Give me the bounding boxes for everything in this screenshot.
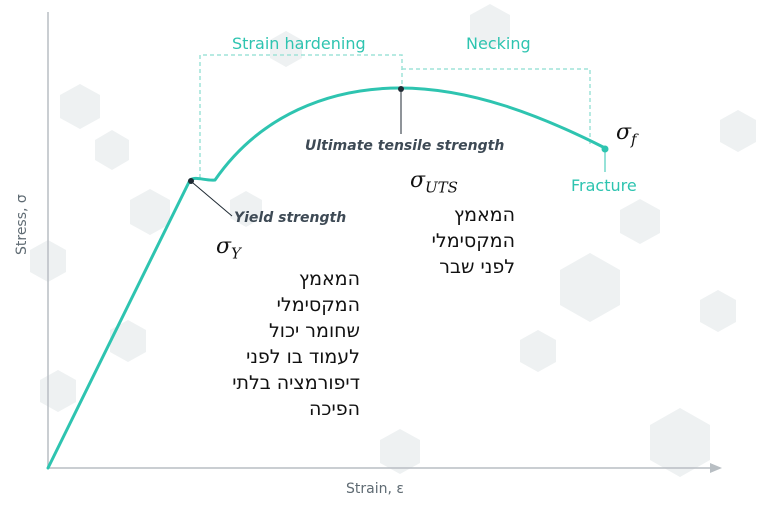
yield-strength-label: Yield strength bbox=[234, 210, 347, 226]
strain-hardening-label: Strain hardening bbox=[232, 34, 366, 53]
y-axis-label: Stress, σ bbox=[14, 194, 30, 255]
fracture-label: Fracture bbox=[571, 176, 637, 195]
sigma-y-symbol: σY bbox=[216, 234, 241, 262]
sigma-y-subscript: Y bbox=[231, 244, 241, 263]
strain-hardening-bracket bbox=[199, 54, 403, 178]
sigma-y-base: σ bbox=[216, 234, 232, 259]
sigma-uts-symbol: σUTS bbox=[410, 168, 458, 196]
yield-hebrew-note: המאמץ המקסימלי שחומר יכול לעמוד בו לפני … bbox=[232, 268, 360, 420]
yield-point-marker bbox=[188, 178, 194, 184]
uts-point-marker bbox=[398, 86, 404, 92]
sigma-f-symbol: σf bbox=[616, 120, 637, 148]
sigma-f-base: σ bbox=[616, 120, 632, 145]
x-axis-label: Strain, ε bbox=[346, 481, 404, 497]
necking-bracket bbox=[401, 68, 591, 145]
ultimate-tensile-strength-label: Ultimate tensile strength bbox=[305, 138, 505, 154]
necking-label: Necking bbox=[466, 34, 531, 53]
sigma-f-subscript: f bbox=[631, 130, 637, 149]
fracture-point-marker bbox=[601, 145, 609, 153]
yield-leader-line bbox=[192, 182, 233, 217]
stress-strain-curve bbox=[46, 86, 607, 470]
sigma-uts-subscript: UTS bbox=[425, 178, 458, 197]
x-axis-arrowhead bbox=[710, 463, 722, 473]
uts-hebrew-note: המאמץ המקסימלי לפני שבר bbox=[431, 204, 515, 278]
background-hexagons bbox=[30, 4, 756, 477]
sigma-uts-base: σ bbox=[410, 168, 426, 193]
